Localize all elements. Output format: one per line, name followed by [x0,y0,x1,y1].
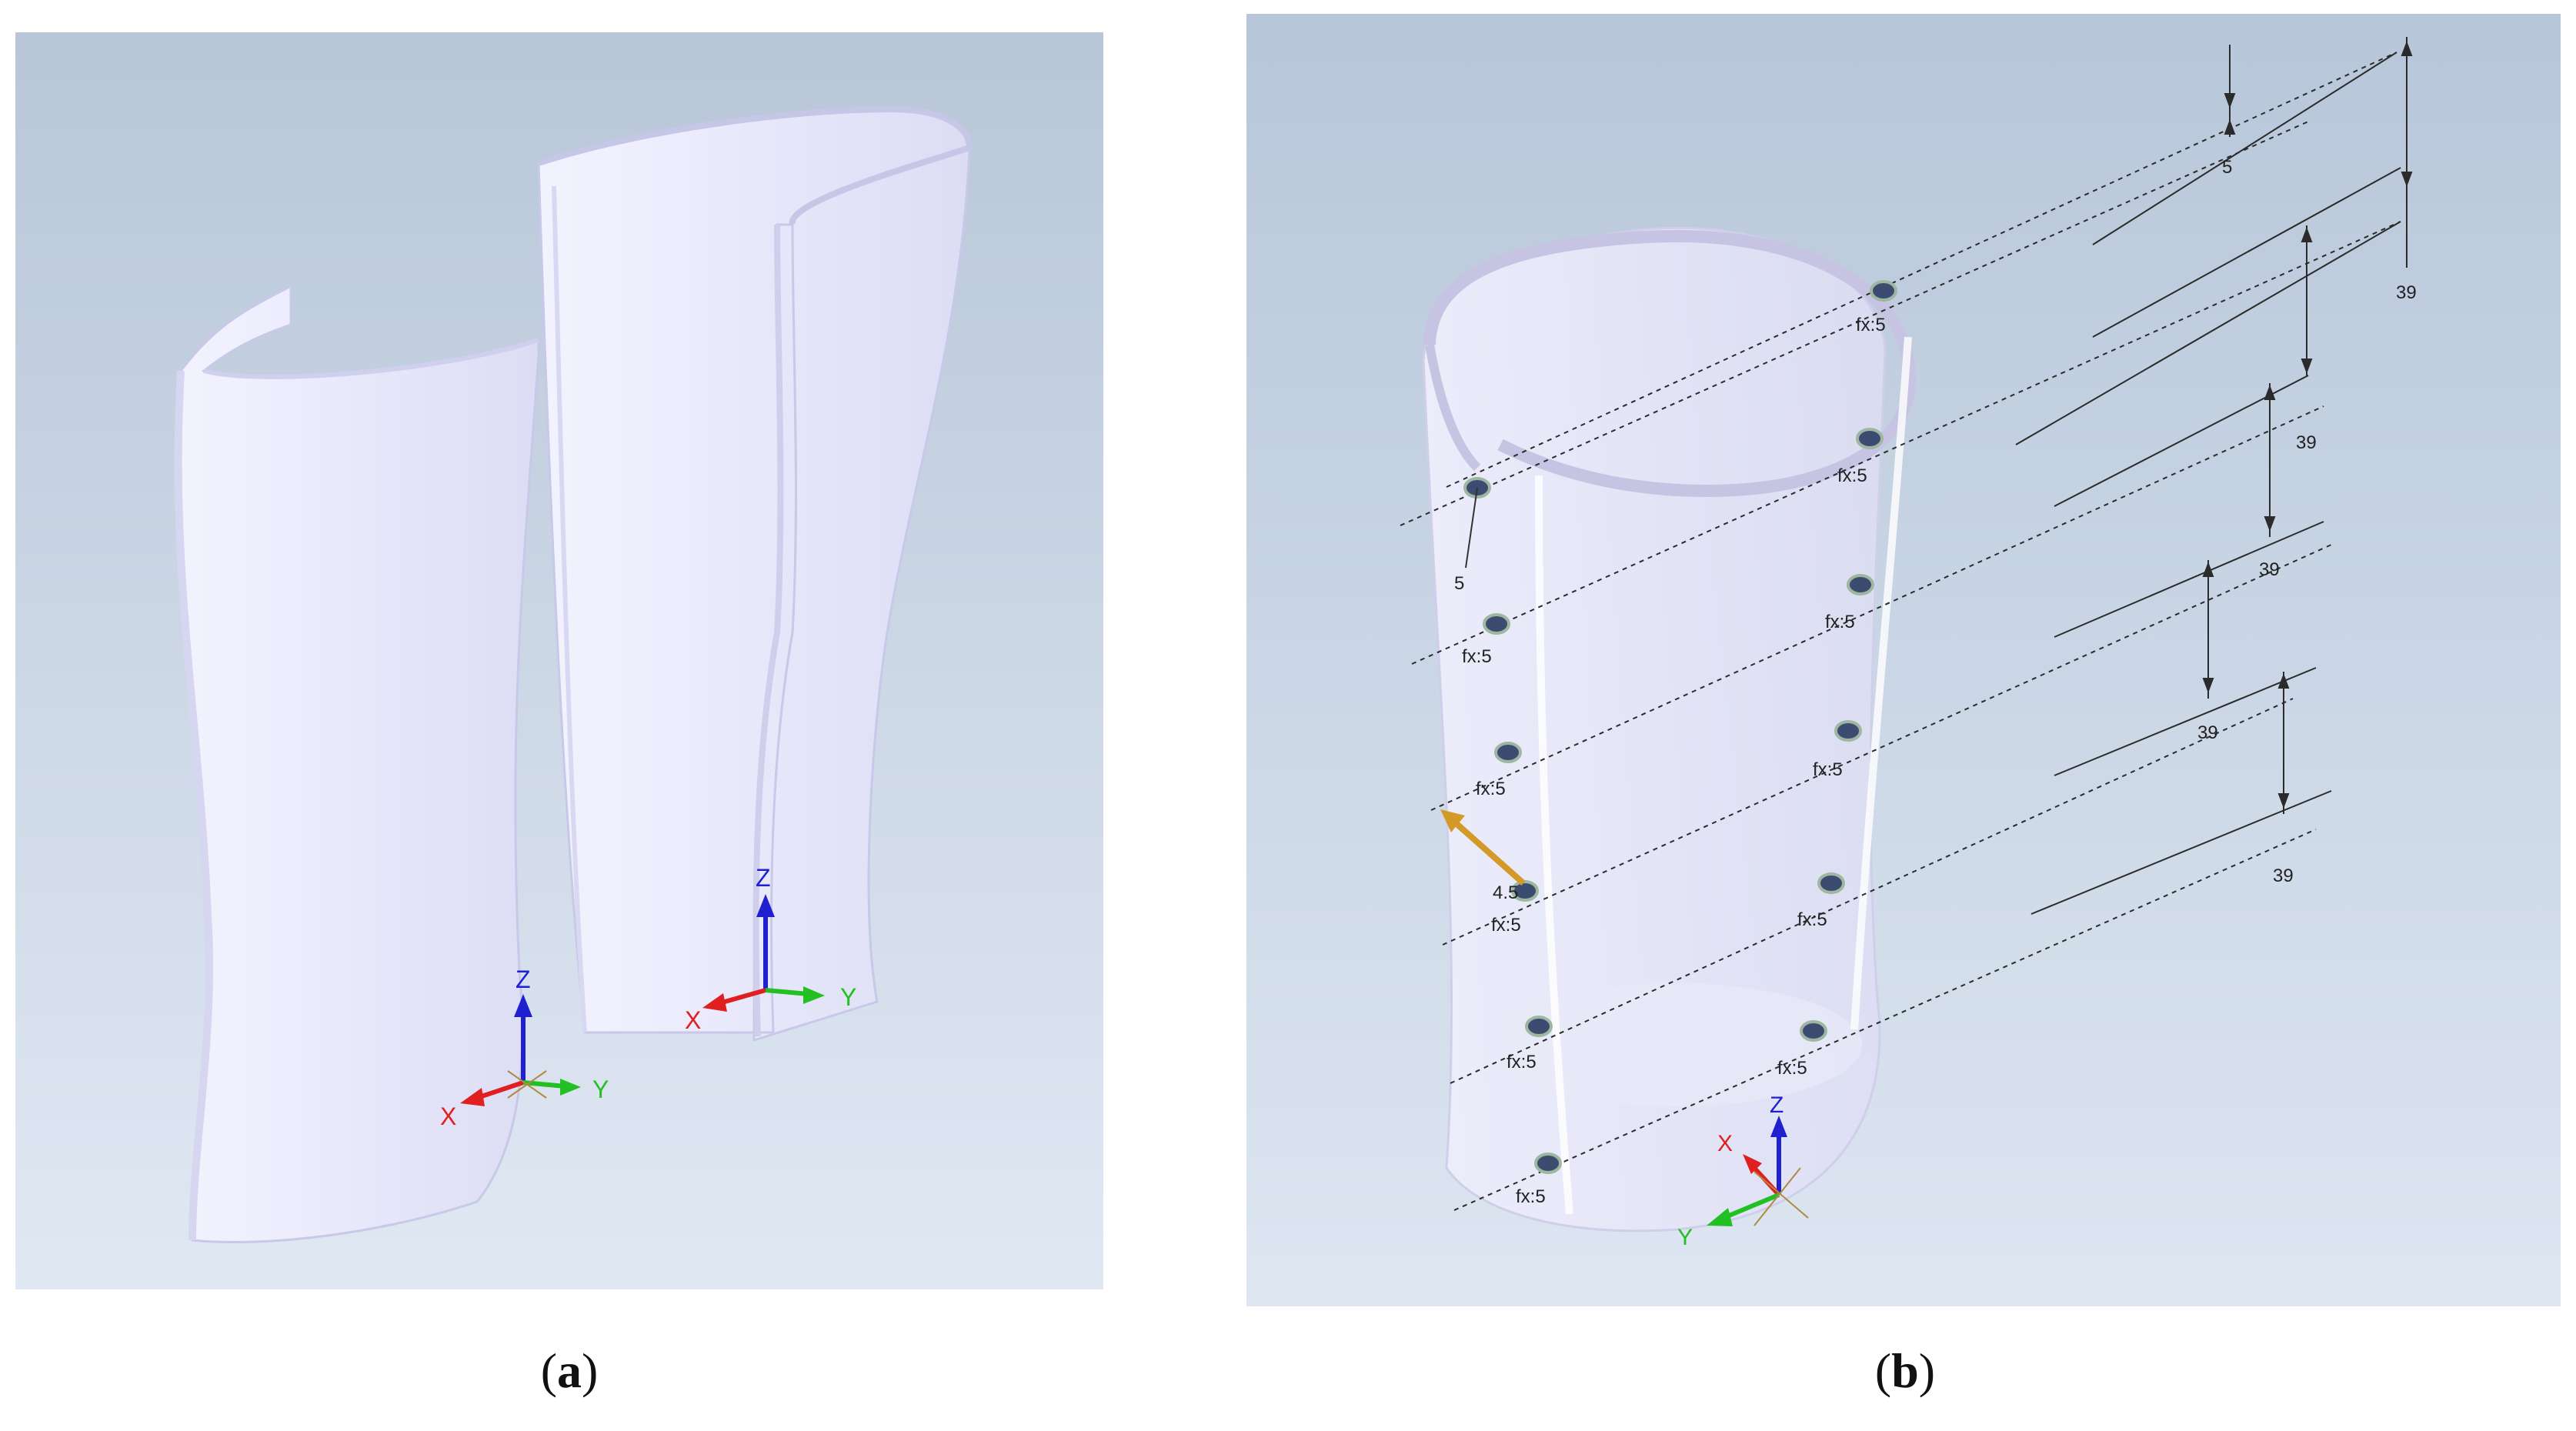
dimension-label: 5 [2222,157,2232,178]
fixed-constraint-marker[interactable]: fx:5 [1825,574,1874,632]
dimension-label: 39 [2273,866,2294,886]
y-axis-label: Y [840,983,856,1011]
constraint-markers-left: 5 fx:5 fx:5 fx:5 fx:5 fx:5 [1454,477,1562,1207]
constraint-markers-right: fx:5 fx:5 fx:5 fx:5 fx:5 fx:5 [1777,280,1897,1079]
x-axis-arrowhead [460,1088,485,1106]
constraint-label: fx:5 [1476,779,1506,799]
constraint-label: fx:5 [1837,465,1867,486]
fixed-constraint-marker[interactable]: fx:5 [1462,613,1510,667]
fixed-constraint-marker[interactable]: 5 [1454,477,1491,594]
constraint-label: fx:5 [1797,909,1827,930]
caption-close-paren: ) [1918,1343,1936,1398]
sleeve-shell[interactable] [1422,226,1916,1233]
y-axis-line [522,1080,566,1089]
caption-b: (b) [1875,1343,1935,1399]
z-axis-label: Z [756,864,771,892]
dimension-label: 39 [2396,282,2417,303]
x-axis-label: X [685,1006,701,1034]
z-axis-label: Z [1770,1092,1784,1118]
load-arrow[interactable]: 4.5 [1440,809,1526,903]
constraint-label: fx:5 [1462,646,1492,667]
viewport-a[interactable]: Z X Y Z X Y [15,32,1103,1289]
coordinate-triad-right: Z X Y [685,864,856,1034]
x-axis-label: X [440,1102,456,1130]
x-axis-arrowhead [1743,1154,1762,1174]
caption-letter: a [557,1343,582,1398]
dimension-label: 39 [2259,559,2280,580]
fixed-constraint-marker[interactable]: fx:5 [1516,1152,1562,1207]
coordinate-triad: Z X Y [1677,1092,1809,1250]
constraint-label: fx:5 [1825,612,1855,632]
sleeve-bottom-opening [1493,983,1862,1106]
fixed-constraint-marker[interactable]: fx:5 [1476,742,1522,799]
y-axis-line [1722,1192,1780,1220]
dimension-label: 39 [2197,722,2218,743]
caption-a: (a) [541,1343,599,1399]
constraint-label: fx:5 [1507,1052,1537,1072]
fixed-constraint-marker[interactable]: fx:5 [1507,1016,1553,1072]
z-axis-label: Z [516,966,531,993]
z-axis-arrowhead [514,994,532,1017]
fixed-constraint-marker[interactable]: fx:5 [1797,872,1845,930]
y-axis-arrowhead [560,1079,581,1096]
x-axis-label: X [1717,1131,1733,1156]
z-axis-arrowhead [756,894,775,917]
constraint-label: fx:5 [1856,315,1886,335]
constraint-label: fx:5 [1491,915,1521,936]
y-axis-line [765,988,809,996]
fixed-constraint-marker[interactable]: fx:5 [1777,1020,1827,1079]
dimension-labels: 5 39 39 39 39 39 [2197,157,2417,886]
x-axis-line [719,988,766,1006]
caption-open-paren: ( [1874,1343,1892,1398]
caption-close-paren: ) [582,1343,599,1398]
fixed-constraint-marker[interactable]: fx:5 [1813,720,1862,780]
y-axis-arrowhead [803,986,825,1004]
z-axis-arrowhead [1770,1116,1787,1137]
fixed-constraint-marker[interactable]: fx:5 [1837,428,1884,486]
constraint-label: fx:5 [1777,1058,1807,1079]
fixed-constraint-marker[interactable]: fx:5 [1491,880,1539,936]
constraint-lines [1400,52,2401,1211]
x-axis-line [476,1080,524,1100]
fixed-constraint-marker[interactable]: fx:5 [1856,280,1897,335]
y-axis-label: Y [1677,1225,1693,1250]
shell-piece-left[interactable] [174,284,540,1244]
shell-piece-right[interactable] [537,105,973,1042]
dimension-markers [2202,37,2413,814]
y-axis-arrowhead [1707,1208,1733,1226]
viewport-b[interactable]: 5 39 39 39 39 39 5 fx:5 fx:5 [1246,14,2561,1306]
dimension-label: 39 [2296,432,2317,453]
x-axis-arrowhead [702,993,727,1012]
constraint-label: fx:5 [1813,759,1843,780]
constraint-label: fx:5 [1516,1186,1546,1207]
y-axis-label: Y [592,1076,609,1103]
caption-open-paren: ( [540,1343,557,1398]
caption-letter: b [1891,1343,1919,1398]
load-value-label: 4.5 [1493,882,1518,903]
coordinate-triad-left: Z X Y [440,966,609,1130]
constraint-value-label: 5 [1454,573,1464,594]
